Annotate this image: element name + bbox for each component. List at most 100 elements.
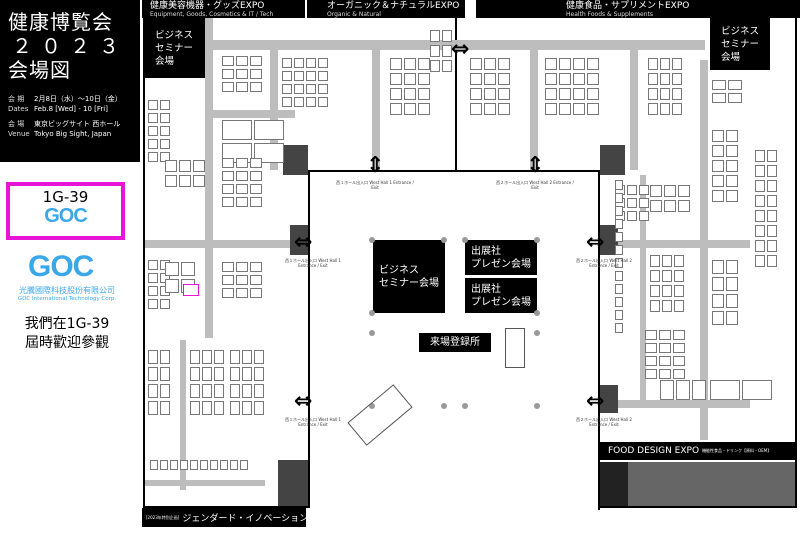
booth[interactable]: [755, 180, 765, 192]
booth[interactable]: [767, 150, 777, 162]
booth[interactable]: [648, 58, 658, 70]
booth[interactable]: [615, 310, 623, 320]
booth[interactable]: [726, 145, 738, 157]
booth[interactable]: [712, 80, 726, 90]
booth[interactable]: [318, 71, 328, 81]
booth[interactable]: [587, 58, 599, 70]
booth[interactable]: [282, 71, 292, 81]
booth[interactable]: [404, 73, 416, 85]
booth[interactable]: [250, 171, 262, 181]
booth[interactable]: [222, 275, 234, 285]
booth[interactable]: [573, 58, 585, 70]
booth[interactable]: [678, 200, 690, 212]
booth[interactable]: [639, 185, 649, 195]
booth[interactable]: [672, 103, 682, 115]
booth[interactable]: [148, 273, 158, 283]
booth[interactable]: [294, 84, 304, 94]
booth[interactable]: [418, 58, 430, 70]
booth[interactable]: [660, 380, 674, 400]
booth[interactable]: [390, 103, 402, 115]
booth[interactable]: [160, 113, 170, 123]
booth[interactable]: [615, 193, 623, 203]
booth[interactable]: [222, 82, 234, 92]
booth[interactable]: [726, 175, 738, 187]
booth[interactable]: [673, 343, 685, 353]
booth[interactable]: [559, 103, 571, 115]
booth[interactable]: [639, 211, 649, 221]
booth[interactable]: [664, 200, 676, 212]
booth[interactable]: [615, 245, 623, 255]
booth[interactable]: [236, 82, 248, 92]
booth[interactable]: [767, 225, 777, 237]
booth[interactable]: [627, 198, 637, 208]
booth[interactable]: [672, 58, 682, 70]
booth[interactable]: [710, 380, 740, 400]
booth[interactable]: [712, 294, 724, 308]
booth[interactable]: [573, 103, 585, 115]
booth[interactable]: [160, 139, 170, 149]
booth[interactable]: [662, 285, 672, 297]
booth[interactable]: [390, 58, 402, 70]
booth[interactable]: [418, 88, 430, 100]
booth[interactable]: [559, 73, 571, 85]
booth[interactable]: [712, 260, 724, 274]
booth[interactable]: [214, 367, 224, 381]
booth[interactable]: [615, 206, 623, 216]
booth[interactable]: [712, 190, 724, 202]
booth[interactable]: [254, 401, 264, 415]
booth[interactable]: [165, 160, 177, 172]
booth[interactable]: [242, 350, 252, 364]
booth[interactable]: [650, 200, 662, 212]
booth[interactable]: [160, 100, 170, 110]
booth[interactable]: [404, 103, 416, 115]
booth[interactable]: [318, 97, 328, 107]
booth[interactable]: [659, 343, 671, 353]
booth[interactable]: [672, 88, 682, 100]
booth[interactable]: [674, 255, 684, 267]
booth[interactable]: [236, 262, 248, 272]
booth[interactable]: [148, 260, 158, 270]
booth[interactable]: [282, 84, 292, 94]
booth[interactable]: [294, 71, 304, 81]
booth[interactable]: [545, 73, 557, 85]
booth[interactable]: [282, 58, 292, 68]
booth[interactable]: [230, 350, 240, 364]
booth[interactable]: [650, 270, 660, 282]
booth[interactable]: [470, 88, 482, 100]
booth[interactable]: [222, 262, 234, 272]
booth[interactable]: [767, 195, 777, 207]
booth[interactable]: [193, 175, 205, 187]
booth[interactable]: [318, 84, 328, 94]
booth[interactable]: [190, 460, 198, 470]
booth[interactable]: [615, 232, 623, 242]
booth[interactable]: [470, 103, 482, 115]
booth[interactable]: [442, 45, 452, 57]
booth[interactable]: [615, 297, 623, 307]
booth[interactable]: [712, 130, 724, 142]
booth[interactable]: [755, 255, 765, 267]
booth[interactable]: [545, 88, 557, 100]
booth[interactable]: [755, 210, 765, 222]
booth[interactable]: [430, 30, 440, 42]
booth[interactable]: [678, 185, 690, 197]
booth[interactable]: [202, 401, 212, 415]
booth[interactable]: [728, 80, 742, 90]
booth[interactable]: [404, 88, 416, 100]
booth[interactable]: [193, 160, 205, 172]
booth[interactable]: [726, 130, 738, 142]
booth[interactable]: [755, 240, 765, 252]
booth[interactable]: [742, 380, 772, 400]
booth[interactable]: [148, 401, 158, 415]
booth[interactable]: [676, 380, 690, 400]
booth[interactable]: [160, 126, 170, 136]
booth[interactable]: [639, 198, 649, 208]
booth[interactable]: [650, 185, 662, 197]
booth[interactable]: [587, 88, 599, 100]
booth[interactable]: [645, 343, 657, 353]
booth[interactable]: [672, 73, 682, 85]
booth[interactable]: [660, 73, 670, 85]
booth[interactable]: [662, 255, 672, 267]
booth[interactable]: [418, 103, 430, 115]
booth[interactable]: [220, 460, 228, 470]
booth[interactable]: [179, 175, 191, 187]
